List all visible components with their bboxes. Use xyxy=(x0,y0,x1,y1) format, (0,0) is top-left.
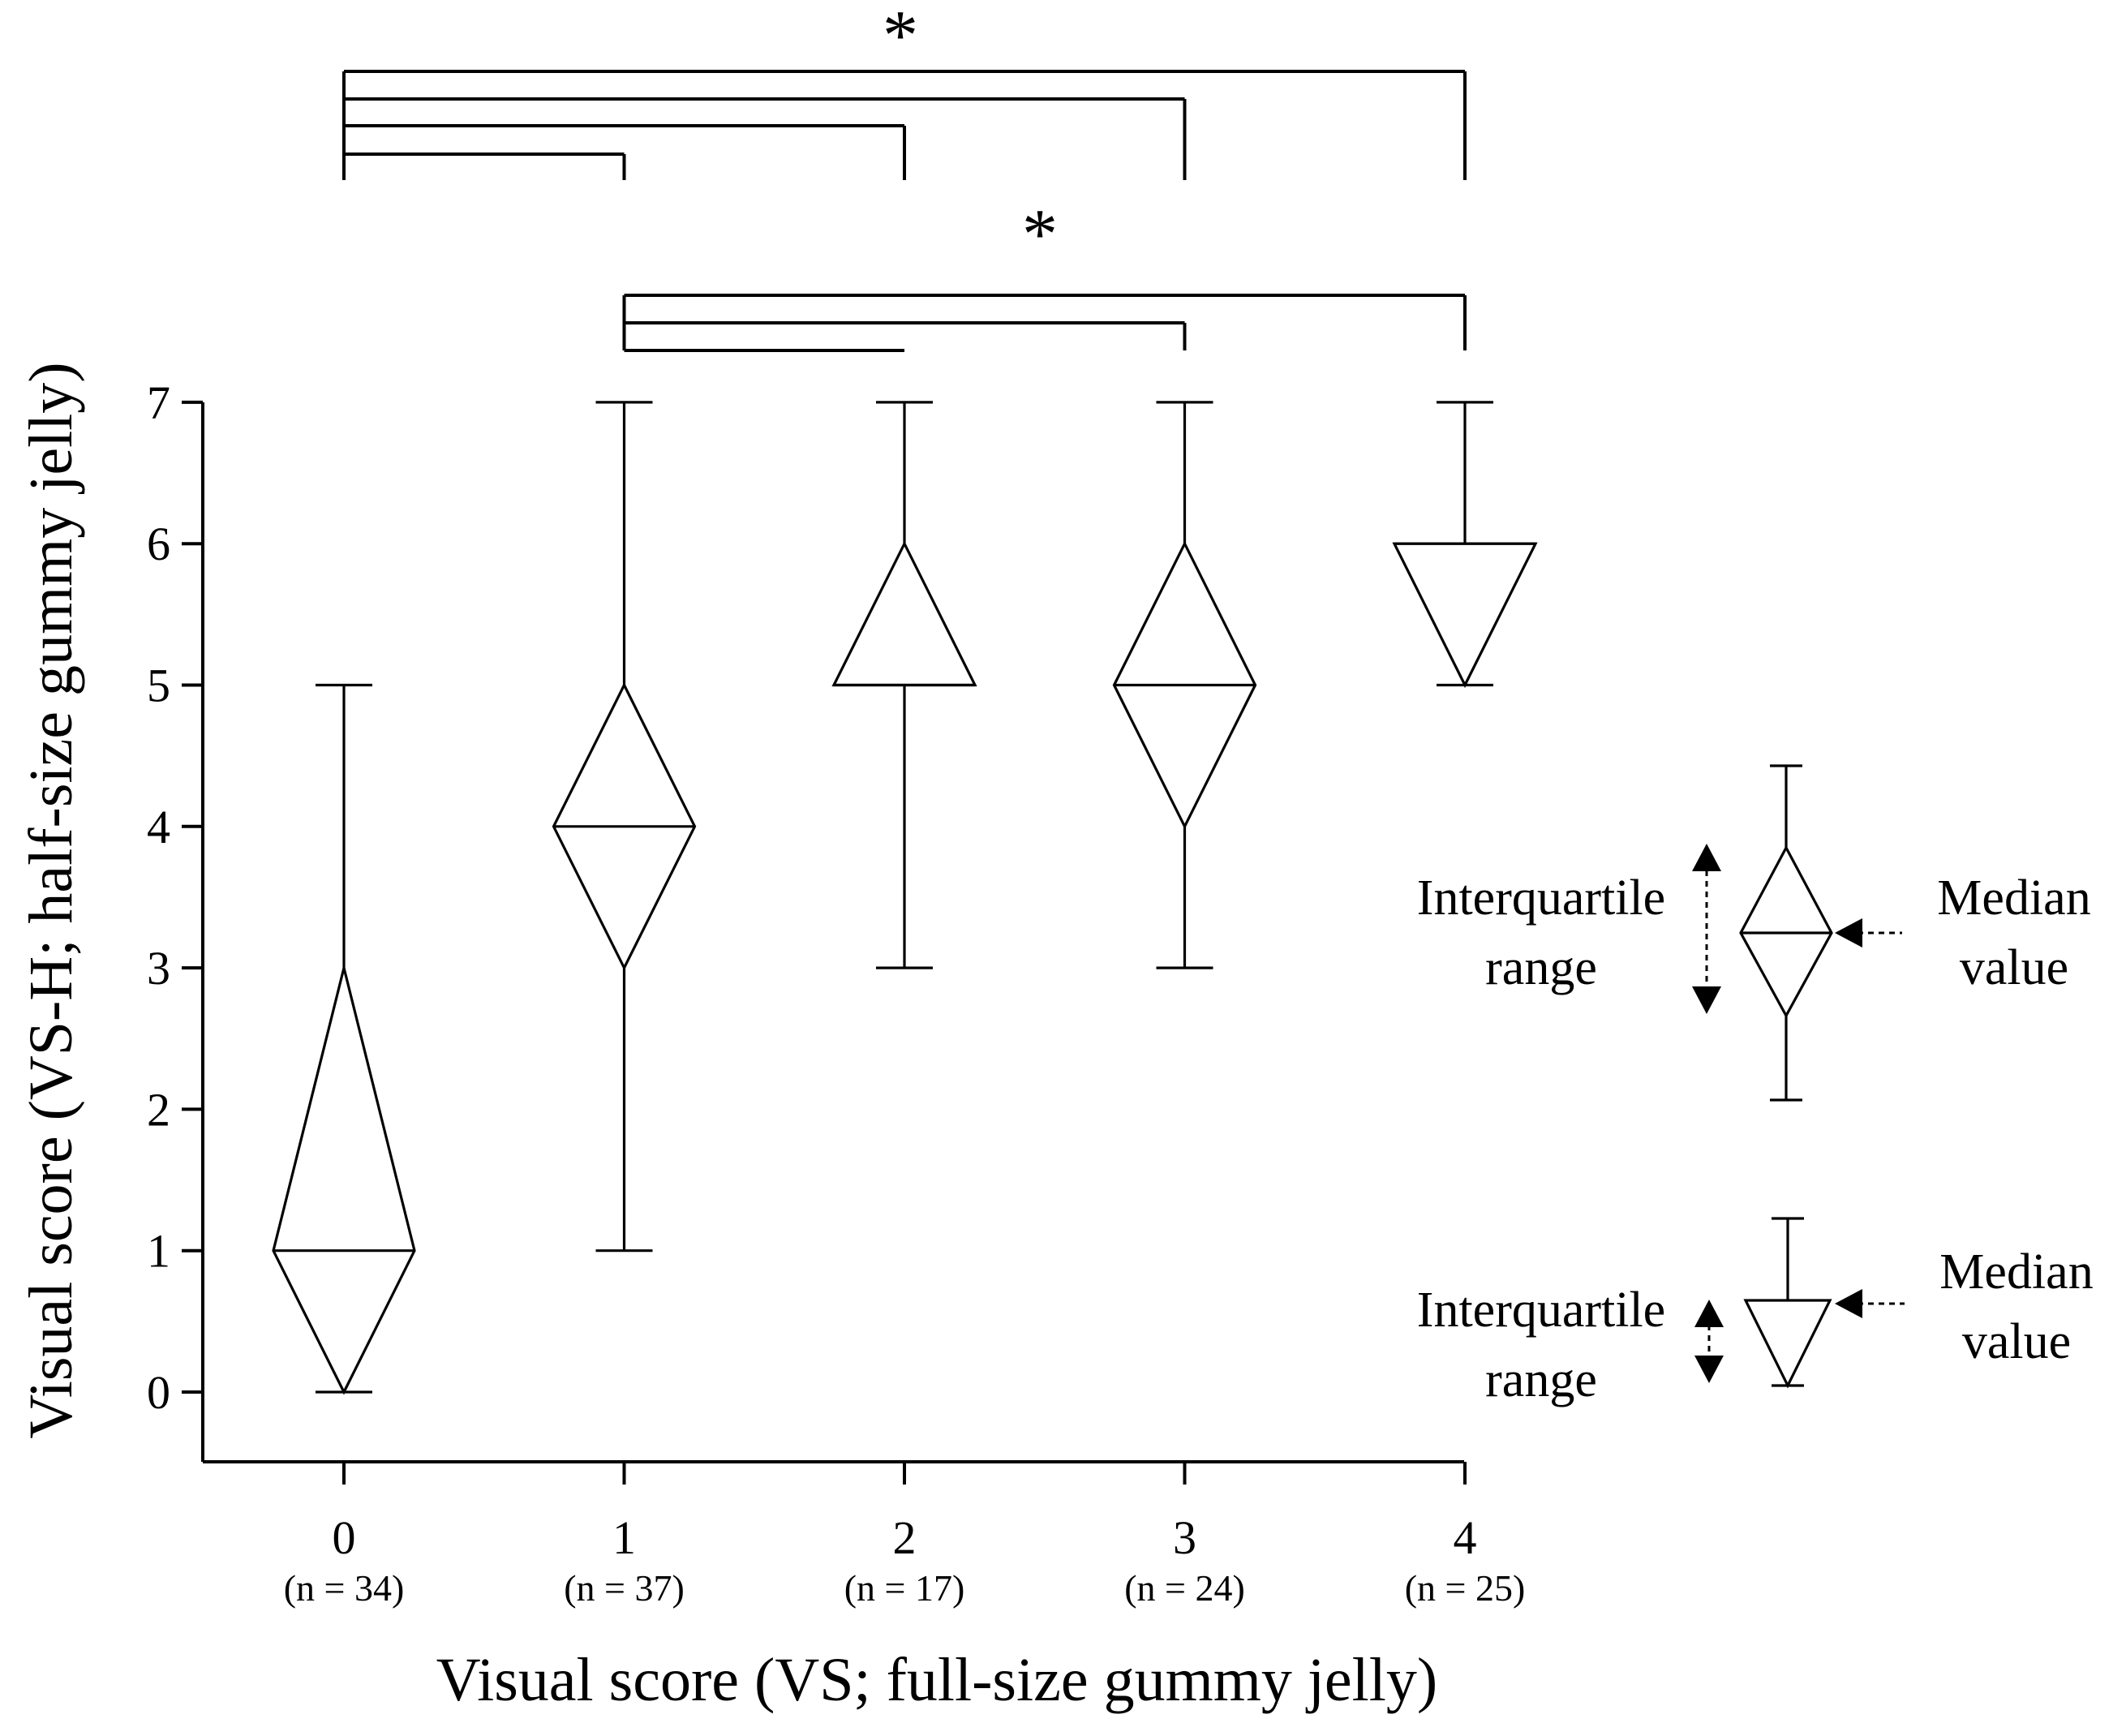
bracket-group-1: * xyxy=(342,0,1467,180)
legend2-median-label-line1: Median xyxy=(1939,1244,2093,1300)
legend-median-label-line1: Median xyxy=(1937,870,2090,926)
legend2-iqr-arrow-down xyxy=(1694,1356,1724,1383)
y-tick-label-7: 7 xyxy=(147,376,170,429)
y-tick-label-4: 4 xyxy=(147,801,170,853)
y-tick-label-2: 2 xyxy=(147,1083,170,1136)
y-tick-label-6: 6 xyxy=(147,518,170,570)
y-tick-label-0: 0 xyxy=(147,1366,170,1419)
x-tick-label-4: 4 xyxy=(1454,1511,1477,1564)
legend-iqr-label-line2: range xyxy=(1485,940,1597,995)
legend: Interquartile range Median value Interqu… xyxy=(1417,764,2094,1407)
bracket-group-2: * xyxy=(622,196,1467,352)
iqr-shape xyxy=(1112,540,1257,830)
y-axis-title: Visual score (VS-H; half-size gummy jell… xyxy=(17,362,85,1438)
legend-iqr-arrow-up xyxy=(1692,844,1721,871)
legend2-median-arrow-head xyxy=(1835,1289,1862,1318)
y-tick-label-1: 1 xyxy=(147,1225,170,1278)
iqr-shape xyxy=(272,967,416,1395)
legend2-iqr-label-line2: range xyxy=(1485,1352,1597,1407)
box-1 xyxy=(552,401,697,1253)
x-tick-count-1: (n = 37) xyxy=(564,1567,685,1609)
significance-asterisk: * xyxy=(1022,196,1058,274)
boxes xyxy=(272,401,1538,1395)
iqr-shape xyxy=(1392,542,1538,689)
significance-asterisk: * xyxy=(883,0,918,75)
legend-diamond xyxy=(1739,844,1833,1019)
legend-iqr-arrow-down xyxy=(1692,986,1721,1014)
x-tick-label-0: 0 xyxy=(333,1511,356,1564)
x-tick-count-2: (n = 17) xyxy=(844,1567,965,1609)
x-tick-count-4: (n = 25) xyxy=(1405,1567,1526,1609)
x-axis-title: Visual score (VS; full-size gummy jelly) xyxy=(436,1646,1437,1714)
legend2-iqr-label-line1: Interquartile xyxy=(1417,1283,1665,1338)
iqr-shape xyxy=(831,540,977,687)
box-2 xyxy=(831,401,977,969)
significance-brackets: ** xyxy=(342,0,1467,352)
x-tick-label-3: 3 xyxy=(1173,1511,1196,1564)
box-4 xyxy=(1392,401,1538,689)
legend2-triangle xyxy=(1743,1299,1832,1389)
iqr-shape xyxy=(552,681,697,971)
y-tick-label-3: 3 xyxy=(147,942,170,995)
x-tick-label-1: 1 xyxy=(612,1511,636,1564)
legend-median-arrow-head xyxy=(1835,918,1862,947)
box-0 xyxy=(272,683,416,1395)
legend-iqr-label-line1: Interquartile xyxy=(1417,870,1665,926)
y-tick-label-5: 5 xyxy=(147,660,170,712)
legend-median-label-line2: value xyxy=(1960,940,2068,995)
x-tick-count-0: (n = 34) xyxy=(284,1567,405,1609)
legend2-iqr-arrow-up xyxy=(1694,1300,1724,1327)
x-tick-label-2: 2 xyxy=(893,1511,917,1564)
legend2-median-label-line2: value xyxy=(1962,1314,2071,1369)
legend-glyphs xyxy=(1692,764,1905,1389)
box-3 xyxy=(1112,401,1257,969)
x-tick-count-3: (n = 24) xyxy=(1124,1567,1245,1609)
